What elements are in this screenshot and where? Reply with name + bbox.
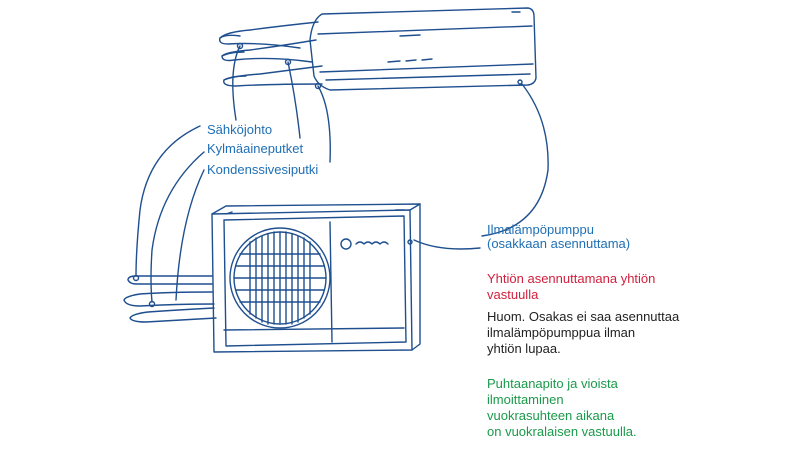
outdoor-info-leader [413,239,481,250]
unit-info-line1: Ilmalämpöpumppu [487,222,594,237]
outdoor-pipes [123,275,217,323]
maintenance-line3: vuokrasuhteen aikana [487,408,615,423]
maintenance-line2: ilmoittaminen [487,392,564,407]
maintenance-line4: on vuokralaisen vastuulla. [487,424,637,439]
label-condensate-pipe: Kondenssivesiputki [207,162,319,177]
label-refrigerant-pipes: Kylmäaineputket [207,141,304,156]
notice-line3: yhtiön lupaa. [487,341,561,356]
info-leader-line [481,83,549,237]
company-note-line2: vastuulla [487,287,539,302]
indoor-leader-lines [232,42,331,163]
company-note-line1: Yhtiön asennuttamana yhtiön [487,271,656,286]
label-power-cable: Sähköjohto [207,122,273,137]
maintenance-line1: Puhtaanapito ja vioista [487,376,618,391]
unit-info-line2: (osakkaan asennuttama) [487,236,631,251]
outdoor-unit [211,203,421,353]
notice-line1: Huom. Osakas ei saa asennuttaa [487,309,680,324]
indoor-pipes [218,21,323,87]
indoor-unit [309,7,537,91]
notice-line2: ilmalämpöpumppua ilman [487,325,636,340]
outdoor-leader-lines [132,125,205,308]
